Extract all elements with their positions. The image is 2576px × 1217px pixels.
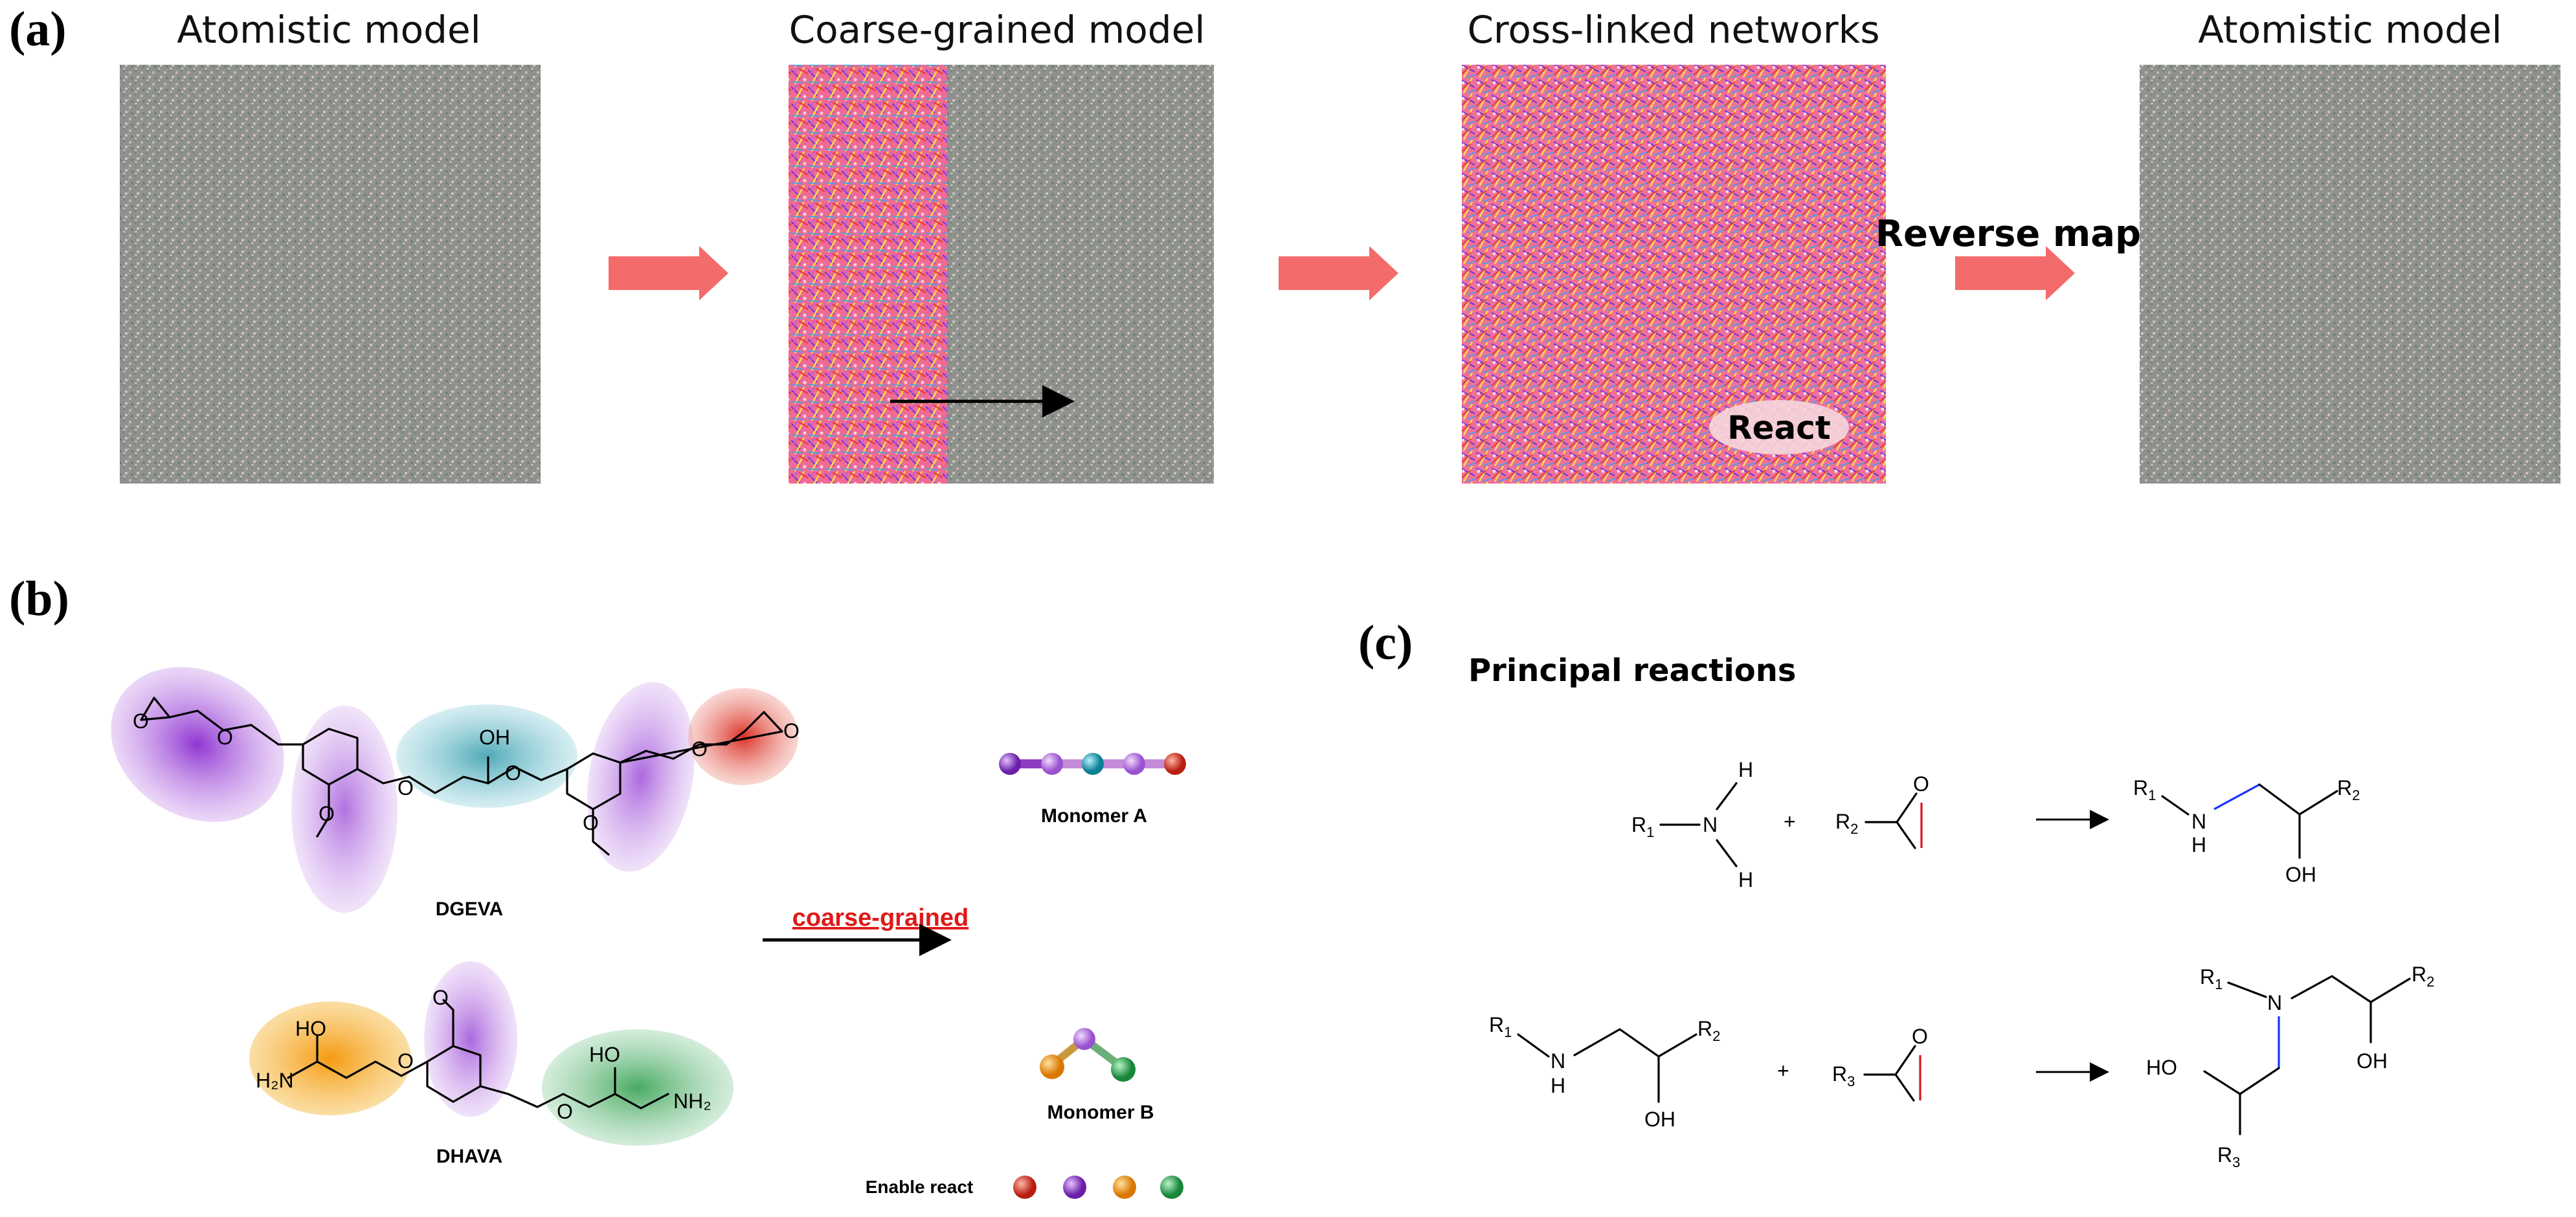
p1-r2: R2: [2337, 776, 2360, 803]
p2-r1: R1: [2200, 965, 2223, 992]
p1-n: N: [2191, 810, 2206, 833]
box3-title: Cross-linked networks: [1467, 8, 1879, 52]
dhava-atom-nh2: NH₂: [673, 1089, 711, 1113]
dgeva-atom-o8: O: [583, 811, 599, 834]
p1-h: H: [2191, 833, 2206, 856]
dgeva-label: DGEVA: [436, 899, 503, 920]
r1-n: N: [1703, 813, 1718, 836]
monomer-b-label: Monomer B: [1047, 1102, 1154, 1123]
reaction-1-epoxide: R2 O: [1835, 772, 1929, 849]
dhava-atom-o2: O: [432, 986, 449, 1009]
coarse-grained-label: coarse-grained: [792, 904, 969, 932]
dgeva-atom-o7: O: [319, 802, 335, 825]
dhava-atom-o1: O: [398, 1049, 414, 1073]
reaction-1-plus: +: [1784, 810, 1796, 833]
reverse-map-label: Reverse map: [1876, 213, 2141, 255]
r1-h-top: H: [1738, 758, 1753, 781]
r3-label: R3: [1832, 1062, 1855, 1089]
process-arrow-3: [1955, 246, 2075, 300]
dgeva-atom-oh: OH: [479, 726, 510, 749]
p1-oh: OH: [2285, 863, 2316, 886]
p2-r3: R3: [2217, 1143, 2240, 1170]
r2a-h: H: [1551, 1074, 1565, 1097]
r2a-n: N: [1551, 1049, 1565, 1073]
atomistic-model-box-1: [120, 65, 541, 484]
p2-ho: HO: [2146, 1056, 2177, 1079]
reaction-2-product: R1 N R2 OH HO R3: [2146, 963, 2434, 1170]
r1-h-bottom: H: [1738, 868, 1753, 891]
r1-epoxide-o: O: [1913, 772, 1929, 796]
principal-reactions-title: Principal reactions: [1468, 653, 1796, 689]
process-arrow-1: [609, 246, 728, 300]
p2-r2: R2: [2412, 963, 2434, 990]
r2-label: R2: [1835, 810, 1858, 837]
p1-r1: R1: [2133, 776, 2156, 803]
p2-n: N: [2267, 991, 2282, 1014]
box2-title: Coarse-grained model: [789, 8, 1205, 52]
enable-react-beads: [1013, 1176, 1183, 1199]
r2a-r2: R2: [1697, 1017, 1720, 1044]
p2-oh: OH: [2357, 1049, 2388, 1073]
reaction-1-product: R1 N H R2 OH: [2133, 776, 2360, 886]
dgeva-structure: O O O OH O O O O O: [111, 667, 800, 913]
coarse-grained-model-box: [789, 65, 1214, 484]
dhava-atom-h2n: H₂N: [256, 1069, 294, 1092]
dhava-label: DHAVA: [436, 1146, 502, 1167]
dgeva-atom-o6: O: [783, 719, 800, 742]
dhava-atom-ho: HO: [295, 1017, 326, 1040]
dgeva-atom-o4: O: [505, 761, 521, 785]
dgeva-atom-o1: O: [133, 709, 149, 733]
monomer-a-model: [999, 753, 1186, 775]
monomer-a-label: Monomer A: [1041, 805, 1147, 827]
dgeva-atom-o5: O: [691, 737, 708, 761]
r2-epoxide-o: O: [1912, 1025, 1928, 1048]
monomer-b-model: [1040, 1028, 1136, 1082]
dgeva-atom-o2: O: [217, 726, 233, 749]
r2a-r1: R1: [1489, 1013, 1512, 1040]
reaction-2-epoxide: R3 O: [1832, 1025, 1928, 1102]
dhava-atom-ho2: HO: [589, 1043, 620, 1066]
box1-title: Atomistic model: [177, 8, 481, 52]
react-highlight: [1709, 400, 1849, 454]
reaction-2-plus: +: [1777, 1059, 1789, 1082]
react-label: React: [1727, 409, 1831, 447]
panel-label-c: (c): [1358, 616, 1413, 670]
panel-label-b: (b): [9, 572, 69, 626]
box4-title: Atomistic model: [2198, 8, 2502, 52]
dhava-structure: HO H₂N O O O HO NH₂: [249, 961, 734, 1146]
dhava-atom-o3: O: [557, 1100, 573, 1123]
atomistic-model-box-2: [2140, 65, 2560, 484]
reaction-1-amine: R1 N H H: [1631, 758, 1753, 891]
r1-label: R1: [1631, 813, 1654, 840]
process-arrow-2: [1279, 246, 1398, 300]
panel-label-a: (a): [9, 2, 67, 56]
enable-react-label: Enable react: [866, 1177, 974, 1197]
dgeva-atom-o3: O: [398, 776, 414, 799]
reaction-2-amine: R1 N H R2 OH: [1489, 1013, 1720, 1131]
r2a-oh: OH: [1644, 1108, 1675, 1131]
